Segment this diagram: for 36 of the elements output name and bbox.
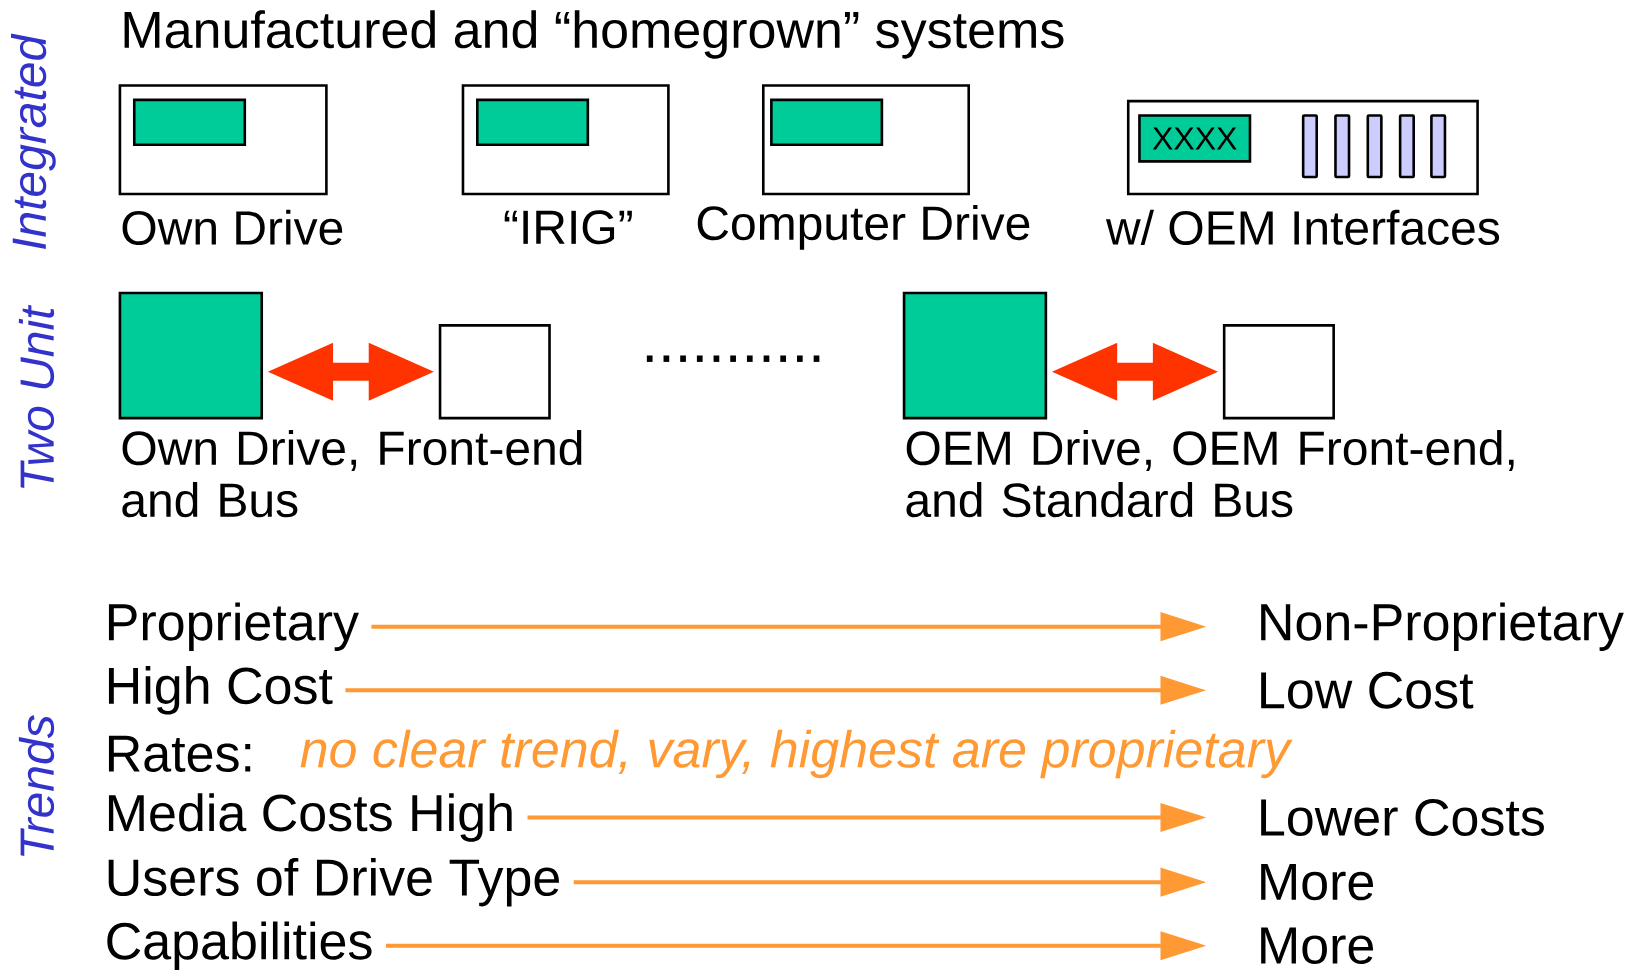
drive-unit-box: [902, 291, 1048, 420]
drive-label-box: XXXX: [1138, 114, 1252, 163]
side-label: Integrated: [11, 33, 56, 250]
trend-text: High Cost: [108, 666, 333, 715]
trend-text: Media Costs High: [108, 793, 512, 842]
row-label: Rates:: [108, 735, 251, 773]
interface-bar: [1430, 114, 1447, 179]
drive-slot: [132, 98, 247, 147]
node-label: w/ OEM Interfaces: [1105, 209, 1500, 246]
node-label: OEM Drive, OEM Front-end, and Standard Bus: [906, 430, 1514, 518]
interface-bar: [1334, 114, 1351, 179]
side-label: Two Unit: [18, 304, 55, 489]
title: Manufactured and “homegrown” systems: [124, 10, 1064, 59]
interface-bar: [1398, 114, 1415, 179]
trend-text: Lower Costs: [1261, 799, 1544, 836]
drive-slot: [476, 98, 590, 147]
node-label: “IRIG”: [504, 210, 632, 245]
trend-text: Capabilities: [107, 921, 372, 971]
node-label: Own Drive, Front-end and Bus: [122, 430, 582, 518]
dotted-line: ...........: [646, 355, 820, 362]
trend-text: Non-Proprietary: [1261, 602, 1624, 652]
trend-text: Users of Drive Type: [108, 858, 559, 907]
drive-unit-box: [118, 291, 264, 420]
node-label: Computer Drive: [697, 205, 1030, 250]
interface-bar: [1366, 114, 1383, 179]
trend-text: More: [1261, 864, 1374, 901]
front-end-box: [438, 324, 551, 420]
trend-text: Proprietary: [108, 602, 359, 652]
side-label: Trends: [18, 715, 55, 856]
node-label: Own Drive: [122, 209, 343, 246]
front-end-box: [1222, 324, 1335, 420]
trend-text: More: [1261, 927, 1374, 964]
interface-bar: [1301, 114, 1318, 179]
trend-text: Low Cost: [1261, 671, 1474, 709]
drive-slot: [770, 98, 884, 147]
note: no clear trend, vary, highest are proprietary: [300, 729, 1293, 779]
